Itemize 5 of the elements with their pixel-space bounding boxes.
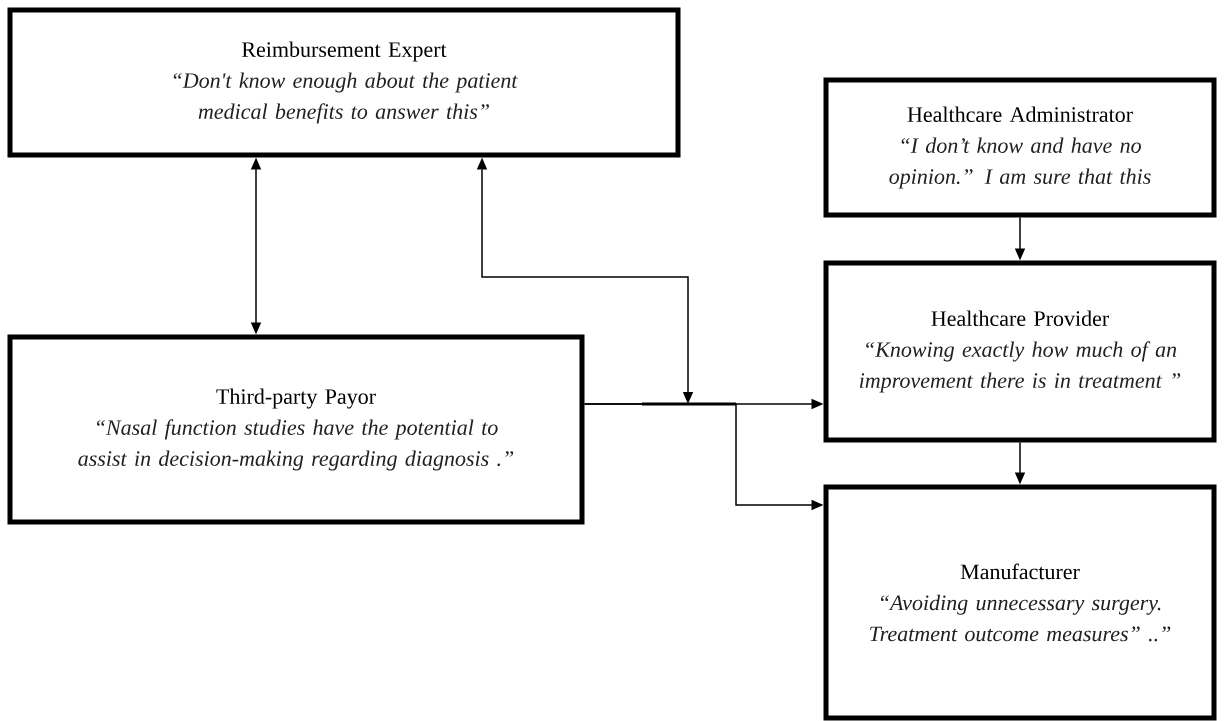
box: Third-party Payor “Nasal function studies have the potential to assist in decision-making regarding diagnosis .”	[7, 334, 585, 525]
box: Reimbursement Expert “Don't know enough about the patient medical benefits to answer this”	[7, 7, 681, 158]
box: Manufacturer “Avoiding unnecessary surgery. Treatment outcome measures” ..”	[823, 484, 1217, 721]
box: Healthcare Administrator “I don’t know and have no opinion.” I am sure that this	[823, 77, 1217, 218]
box: Healthcare Provider “Knowing exactly how much of an improvement there is in treatment ”	[823, 260, 1217, 443]
